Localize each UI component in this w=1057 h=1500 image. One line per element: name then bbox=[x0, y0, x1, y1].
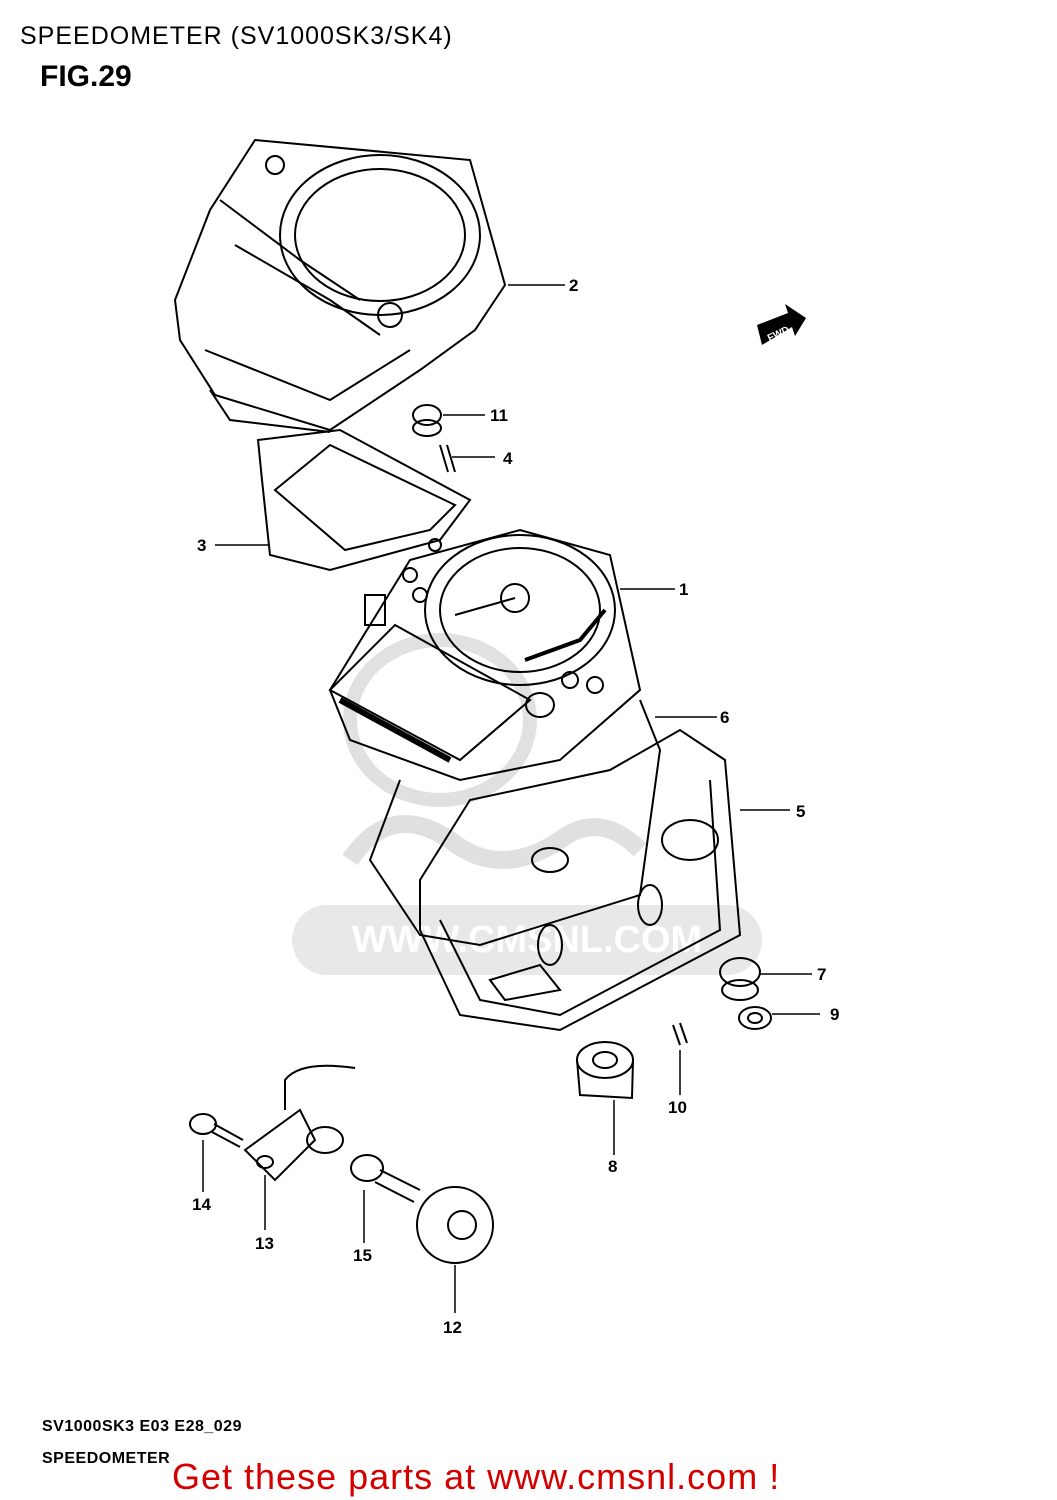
meter-cover-drawing bbox=[173, 138, 507, 433]
callout-6: 6 bbox=[720, 708, 729, 727]
callout-10: 10 bbox=[668, 1098, 687, 1117]
small-parts-drawing bbox=[189, 404, 772, 1264]
callout-11: 11 bbox=[490, 406, 508, 425]
callout-14: 14 bbox=[192, 1195, 211, 1214]
callout-5: 5 bbox=[796, 802, 805, 821]
section-name: SPEEDOMETER bbox=[42, 1450, 171, 1467]
callout-1: 1 bbox=[679, 580, 688, 599]
meter-panel-drawing bbox=[256, 428, 472, 572]
page-title: SPEEDOMETER (SV1000SK3/SK4) bbox=[20, 22, 453, 50]
leader-lines bbox=[202, 284, 820, 1313]
figure-label: FIG.29 bbox=[40, 60, 132, 93]
promo-link[interactable]: Get these parts at www.cmsnl.com ! bbox=[172, 1456, 781, 1497]
callout-2: 2 bbox=[569, 276, 578, 295]
callout-3: 3 bbox=[197, 536, 206, 555]
callout-15: 15 bbox=[353, 1246, 372, 1265]
watermark: WWW.CMSNL.COM bbox=[292, 633, 762, 975]
meter-case-drawing bbox=[419, 728, 742, 1032]
callout-8: 8 bbox=[608, 1157, 617, 1176]
model-code: SV1000SK3 E03 E28_029 bbox=[42, 1418, 242, 1435]
callout-numbers: 1 2 3 4 5 6 7 8 9 10 11 12 13 14 15 bbox=[192, 276, 839, 1337]
speedometer-drawing bbox=[328, 528, 642, 782]
callout-9: 9 bbox=[830, 1005, 839, 1024]
cable-drawing bbox=[368, 699, 662, 947]
watermark-text: WWW.CMSNL.COM bbox=[352, 919, 702, 961]
callout-4: 4 bbox=[503, 449, 513, 468]
forward-arrow-icon: FWD bbox=[757, 304, 806, 345]
callout-13: 13 bbox=[255, 1234, 274, 1253]
callout-7: 7 bbox=[817, 965, 826, 984]
callout-12: 12 bbox=[443, 1318, 462, 1337]
